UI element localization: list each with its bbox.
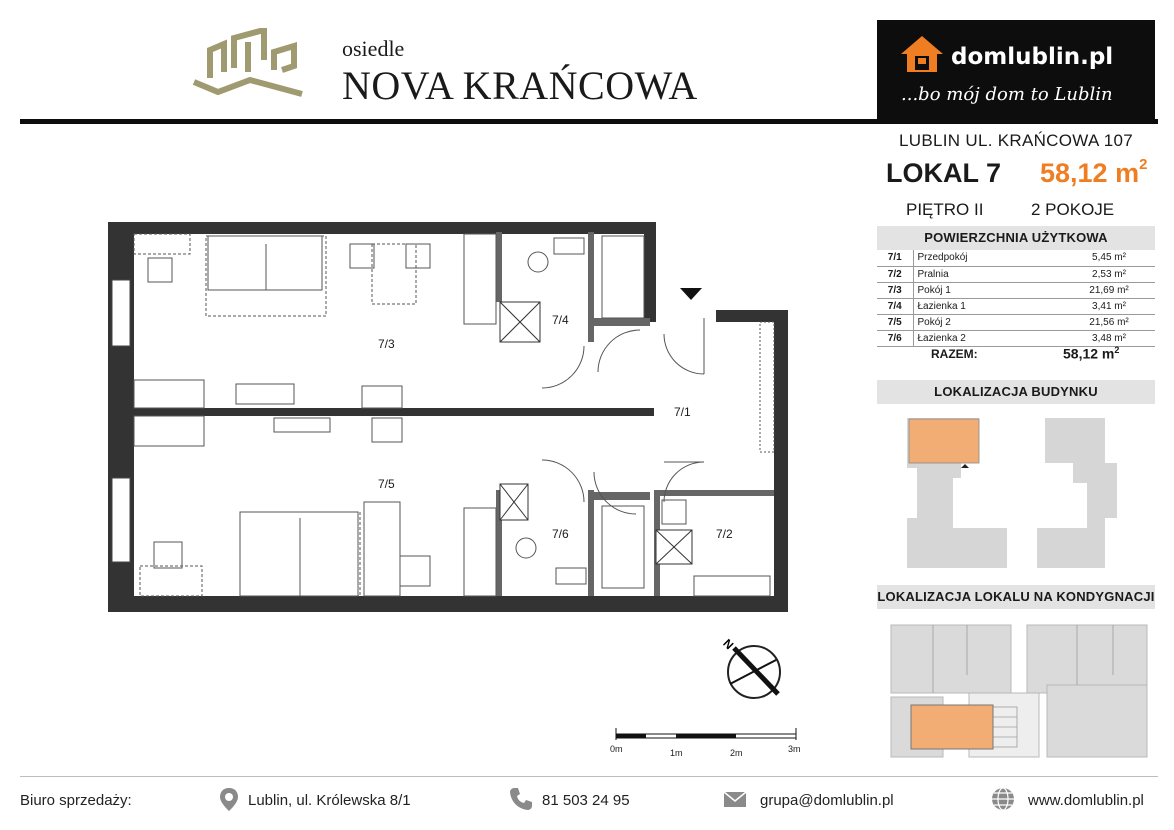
scale-label-3m: 3m — [788, 744, 801, 754]
floor-location-title: LOKALIZACJA LOKALU NA KONDYGNACJI — [877, 585, 1155, 609]
area-cell-name: Pokój 1 — [913, 282, 1063, 299]
area-cell-name: Przedpokój — [913, 250, 1063, 267]
area-cell-code: 7/4 — [877, 298, 914, 315]
phone-icon — [510, 788, 532, 810]
area-cell-area: 3,48 m² — [1063, 330, 1155, 347]
globe-icon — [992, 787, 1014, 811]
website-link[interactable]: www.domlublin.pl — [1028, 792, 1144, 809]
header-divider — [20, 119, 1158, 124]
developer-banner[interactable]: domlublin.pl ...bo mój dom to Lublin — [877, 20, 1155, 120]
scale-label-1m: 1m — [670, 748, 683, 758]
room-label-7-2: 7/2 — [716, 527, 733, 541]
room-label-7-3: 7/3 — [378, 337, 395, 351]
unit-highlight — [910, 704, 994, 750]
building-address: LUBLIN UL. KRAŃCOWA 107 — [899, 131, 1133, 150]
area-cell-area: 21,69 m² — [1063, 282, 1155, 299]
unit-floor: PIĘTRO II — [906, 200, 984, 219]
sales-office-label: Biuro sprzedaży: — [20, 792, 132, 809]
room-label-7-5: 7/5 — [378, 477, 395, 491]
building-highlight — [908, 418, 980, 464]
office-phone[interactable]: 81 503 24 95 — [542, 792, 630, 809]
building-location-map — [907, 418, 1117, 568]
area-cell-code: 7/2 — [877, 266, 914, 283]
floor-plan: 7/3 7/4 7/1 7/5 7/6 7/2 — [108, 222, 788, 612]
area-cell-area: 2,53 m² — [1063, 266, 1155, 283]
brand-name: NOVA KRAŃCOWA — [342, 63, 698, 108]
area-cell-code: 7/1 — [877, 250, 914, 267]
office-email[interactable]: grupa@domlublin.pl — [760, 792, 894, 809]
floor-location-map — [890, 624, 1148, 758]
unit-rooms: 2 POKOJE — [1031, 200, 1115, 219]
unit-area: 58,12 m2 — [1040, 156, 1148, 188]
building-location-title: LOKALIZACJA BUDYNKU — [877, 380, 1155, 404]
scale-label-2m: 2m — [730, 748, 743, 758]
compass: N — [720, 636, 781, 699]
area-table-title: POWIERZCHNIA UŻYTKOWA — [877, 226, 1155, 250]
area-cell-area: 21,56 m² — [1063, 314, 1155, 331]
house-icon — [901, 36, 943, 72]
scale-label-0m: 0m — [610, 744, 623, 754]
total-label: RAZEM: — [931, 347, 978, 361]
footer-divider — [20, 776, 1158, 777]
scale-bar: 0m 1m 2m 3m — [610, 728, 801, 758]
envelope-icon — [723, 791, 747, 807]
brand-prefix: osiedle — [342, 36, 405, 61]
nova-krancowa-logo — [192, 28, 303, 97]
unit-number: LOKAL 7 — [886, 158, 1002, 188]
area-cell-code: 7/6 — [877, 330, 914, 347]
area-cell-code: 7/3 — [877, 282, 914, 299]
area-cell-name: Łazienka 2 — [913, 330, 1063, 347]
area-cell-area: 5,45 m² — [1063, 250, 1155, 267]
area-cell-name: Pokój 2 — [913, 314, 1063, 331]
room-label-7-1: 7/1 — [674, 405, 691, 419]
developer-tagline: ...bo mój dom to Lublin — [901, 84, 1113, 105]
room-label-7-6: 7/6 — [552, 527, 569, 541]
developer-name: domlublin.pl — [951, 44, 1114, 70]
area-cell-code: 7/5 — [877, 314, 914, 331]
total-value: 58,12 m2 — [1063, 345, 1120, 362]
office-address: Lublin, ul. Królewska 8/1 — [248, 792, 411, 809]
room-label-7-4: 7/4 — [552, 313, 569, 327]
area-cell-area: 3,41 m² — [1063, 298, 1155, 315]
area-cell-name: Łazienka 1 — [913, 298, 1063, 315]
area-cell-name: Pralnia — [913, 266, 1063, 283]
map-pin-icon — [220, 788, 238, 811]
